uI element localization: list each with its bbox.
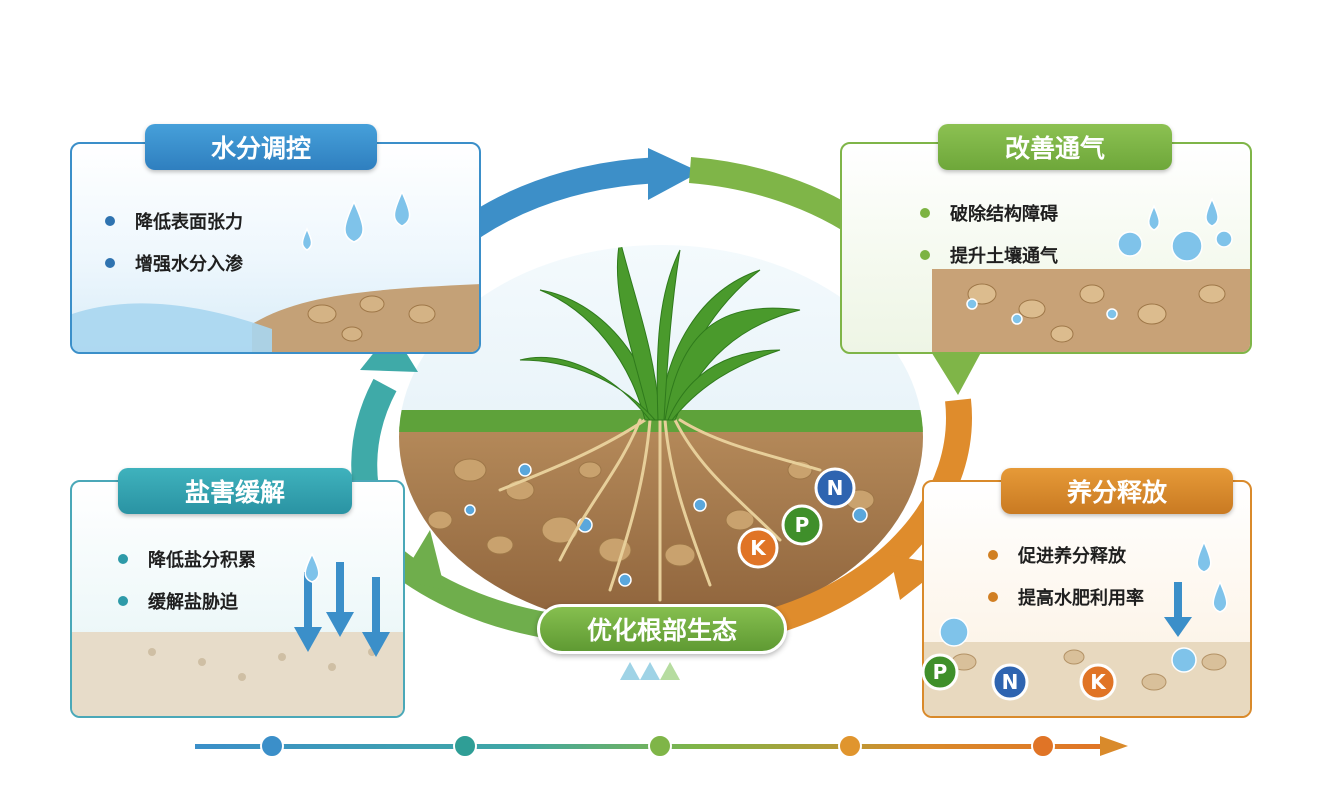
bullet-icon [105, 216, 115, 226]
water-drop-icon [301, 190, 411, 251]
bullet-icon [118, 596, 128, 606]
list-item: 提升土壤通气 [920, 234, 1058, 276]
bottom-flow-line [195, 662, 1128, 758]
water-regulation-list: 降低表面张力 增强水分入渗 [105, 200, 243, 284]
water-drop-icon [966, 197, 1233, 325]
list-item: 促进养分释放 [988, 534, 1144, 576]
water-drop-icon [939, 540, 1228, 673]
bullet-icon [118, 554, 128, 564]
bullet-icon [105, 258, 115, 268]
list-item: 降低盐分积累 [118, 538, 256, 580]
cycle-arrow-icon [400, 530, 445, 590]
aeration-list: 破除结构障碍 提升土壤通气 [920, 192, 1058, 276]
plant-icon [519, 245, 801, 421]
bullet-icon [920, 208, 930, 218]
down-arrow-icon [294, 562, 390, 657]
list-item: 增强水分入渗 [105, 242, 243, 284]
list-item: 降低表面张力 [105, 200, 243, 242]
water-regulation-panel [70, 142, 481, 354]
aeration-panel [840, 142, 1252, 354]
bullet-icon [920, 250, 930, 260]
water-regulation-title: 水分调控 [145, 124, 377, 170]
list-item: 破除结构障碍 [920, 192, 1058, 234]
nutrient-release-list: 促进养分释放 提高水肥利用率 [988, 534, 1144, 618]
salt-relief-list: 降低盐分积累 缓解盐胁迫 [118, 538, 256, 622]
soil-illustration [72, 190, 479, 352]
soil-illustration [72, 552, 403, 716]
list-item: 提高水肥利用率 [988, 576, 1144, 618]
aeration-title: 改善通气 [938, 124, 1172, 170]
cycle-arrow-icon [930, 345, 985, 395]
nutrient-release-title: 养分释放 [1001, 468, 1233, 514]
central-soil-scene [399, 245, 923, 629]
cycle-arrow-icon [756, 398, 972, 638]
down-arrow-icon [1164, 582, 1192, 637]
center-label: 优化根部生态 [537, 604, 787, 654]
water-drop-icon [304, 552, 320, 583]
bullet-icon [988, 592, 998, 602]
cycle-arrow-icon [648, 148, 700, 200]
soil-illustration [932, 197, 1250, 352]
list-item: 缓解盐胁迫 [118, 580, 256, 622]
bullet-icon [988, 550, 998, 560]
salt-relief-title: 盐害缓解 [118, 468, 352, 514]
